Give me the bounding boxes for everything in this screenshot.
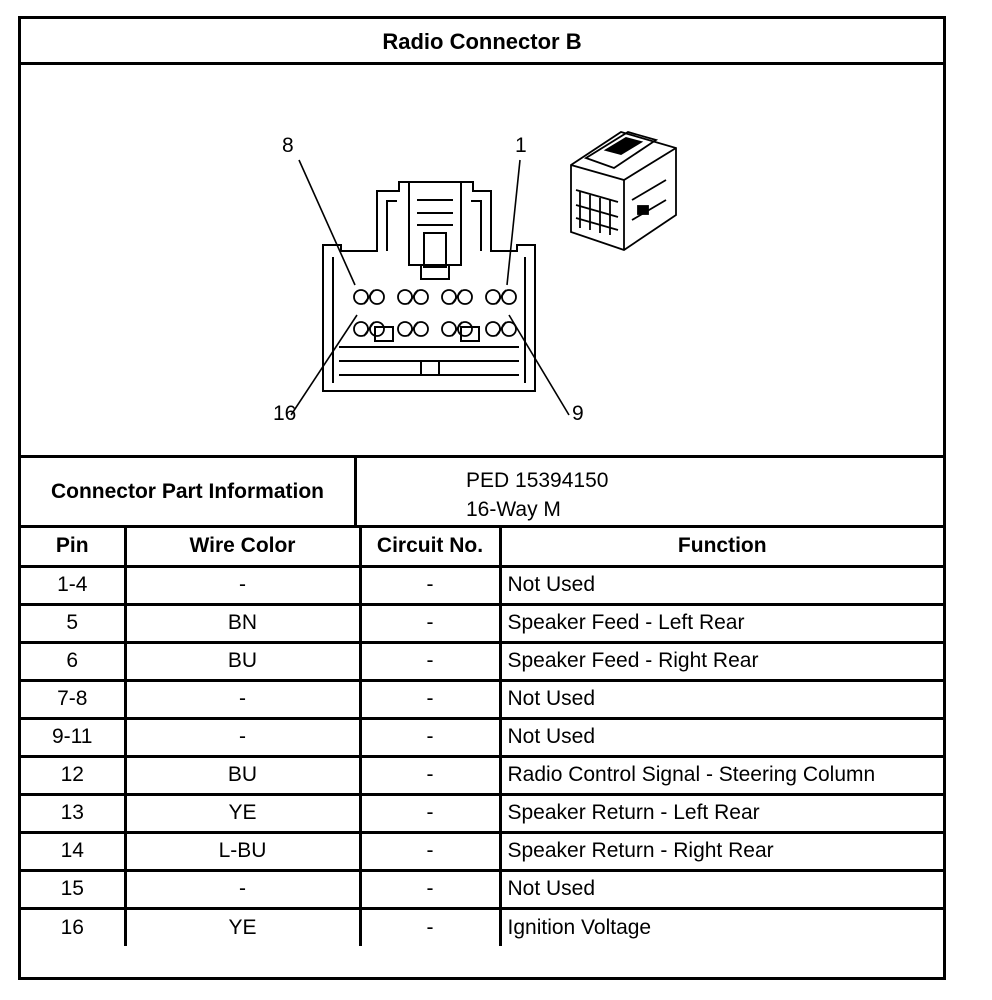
pin-cell: 13 bbox=[21, 794, 127, 834]
table-row: 1-4--Not Used bbox=[21, 566, 943, 606]
circuit-cell: - bbox=[360, 680, 502, 720]
pin-cell: 14 bbox=[21, 832, 127, 872]
wire-color-cell: L-BU bbox=[125, 832, 362, 872]
function-cell: Speaker Return - Right Rear bbox=[500, 832, 943, 872]
wire-color-cell: BN bbox=[125, 604, 362, 644]
wire-color-cell: - bbox=[125, 870, 362, 910]
wire-color-cell: YE bbox=[125, 908, 362, 946]
pin-cell: 7-8 bbox=[21, 680, 127, 720]
function-cell: Not Used bbox=[500, 718, 943, 758]
circuit-cell: - bbox=[360, 794, 502, 834]
circuit-cell: - bbox=[360, 870, 502, 910]
pin-cell: 5 bbox=[21, 604, 127, 644]
table-header-row: Pin Wire Color Circuit No. Function bbox=[21, 528, 943, 568]
pin-cell: 9-11 bbox=[21, 718, 127, 758]
function-cell: Radio Control Signal - Steering Column bbox=[500, 756, 943, 796]
circuit-cell: - bbox=[360, 642, 502, 682]
function-cell: Speaker Feed - Left Rear bbox=[500, 604, 943, 644]
header-pin: Pin bbox=[21, 528, 127, 568]
cavity-divider bbox=[451, 321, 463, 337]
pin-label-16: 16 bbox=[273, 402, 297, 425]
wire-color-cell: - bbox=[125, 680, 362, 720]
pin-cell: 12 bbox=[21, 756, 127, 796]
connector-face-drawing bbox=[290, 131, 677, 416]
function-cell: Speaker Feed - Right Rear bbox=[500, 642, 943, 682]
cavity-divider bbox=[363, 321, 375, 337]
circuit-cell: - bbox=[360, 718, 502, 758]
circuit-cell: - bbox=[360, 604, 502, 644]
header-function: Function bbox=[500, 528, 943, 568]
cavity-divider bbox=[451, 289, 463, 305]
header-wire-color: Wire Color bbox=[125, 528, 362, 568]
circuit-cell: - bbox=[360, 832, 502, 872]
wire-color-cell: YE bbox=[125, 794, 362, 834]
page-title: Radio Connector B bbox=[21, 19, 943, 65]
connector-figure: 8 1 16 9 bbox=[21, 65, 943, 458]
part-info-value: PED 15394150 16-Way M bbox=[466, 466, 608, 524]
connector-part-information: Connector Part Information PED 15394150 … bbox=[21, 458, 943, 528]
pin-label-8: 8 bbox=[282, 134, 294, 157]
pin-cell: 16 bbox=[21, 908, 127, 946]
pinout-table: Pin Wire Color Circuit No. Function 1-4-… bbox=[21, 528, 943, 946]
wire-color-cell: BU bbox=[125, 642, 362, 682]
pin-cell: 15 bbox=[21, 870, 127, 910]
cavity-divider bbox=[407, 289, 419, 305]
table-row: 7-8--Not Used bbox=[21, 680, 943, 720]
function-cell: Not Used bbox=[500, 870, 943, 910]
part-number: PED 15394150 bbox=[466, 469, 609, 492]
header-circuit-no: Circuit No. bbox=[360, 528, 502, 568]
pin-cell: 1-4 bbox=[21, 566, 127, 606]
cavity-divider bbox=[363, 289, 375, 305]
circuit-cell: - bbox=[360, 566, 502, 606]
wire-color-cell: - bbox=[125, 566, 362, 606]
circuit-cell: - bbox=[360, 908, 502, 946]
function-cell: Ignition Voltage bbox=[507, 915, 652, 939]
wire-color-cell: - bbox=[125, 718, 362, 758]
connector-sheet: Radio Connector B bbox=[18, 16, 946, 980]
function-cell: Not Used bbox=[500, 680, 943, 720]
cavity-divider bbox=[495, 289, 507, 305]
function-cell: Not Used bbox=[500, 566, 943, 606]
function-cell: Speaker Return - Left Rear bbox=[500, 794, 943, 834]
pin-label-1: 1 bbox=[515, 134, 527, 157]
cavity-divider bbox=[407, 321, 419, 337]
pin-label-9: 9 bbox=[572, 402, 584, 425]
cavity-divider bbox=[495, 321, 507, 337]
connector-type: 16-Way M bbox=[466, 498, 561, 521]
circuit-cell: - bbox=[360, 756, 502, 796]
table-row: 9-11--Not Used bbox=[21, 718, 943, 758]
part-info-label: Connector Part Information bbox=[21, 458, 357, 525]
table-row: 15--Not Used bbox=[21, 870, 943, 910]
wire-color-cell: BU bbox=[125, 756, 362, 796]
pin-cell: 6 bbox=[21, 642, 127, 682]
